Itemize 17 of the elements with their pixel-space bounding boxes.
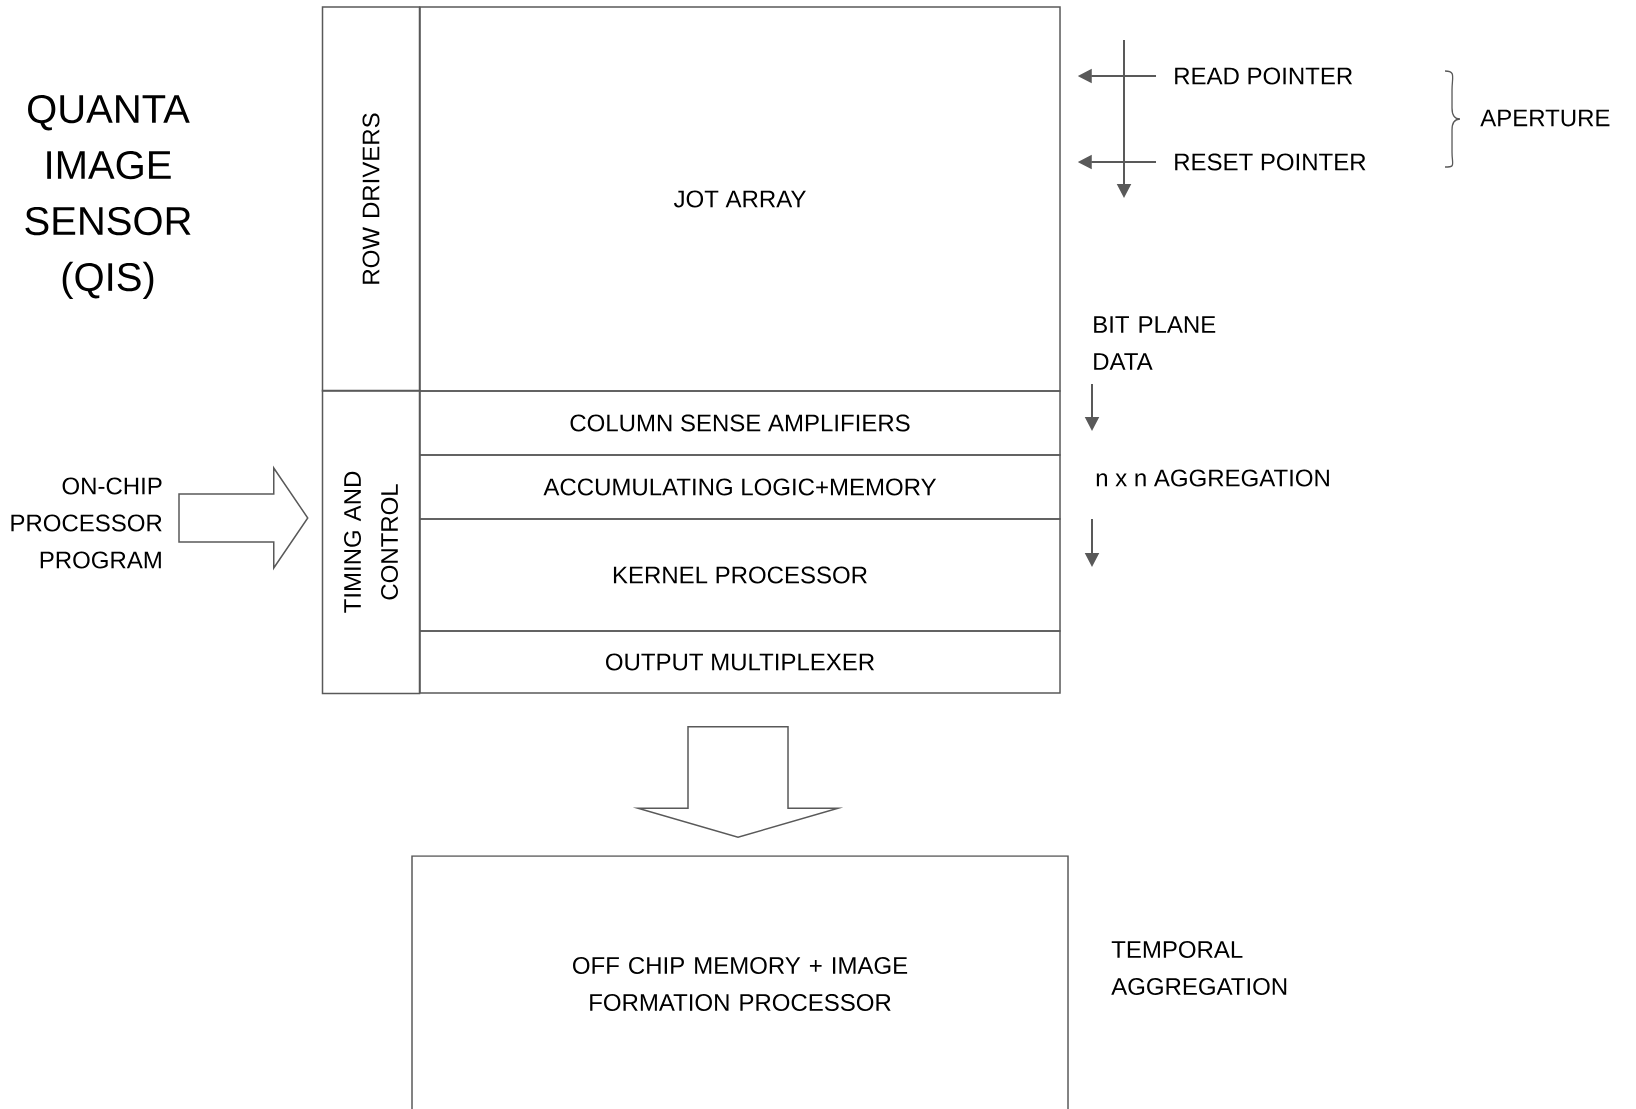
text-label: APERTURE (1480, 109, 1610, 127)
text-label: TEMPORAL AGGREGATION (1111, 941, 1287, 995)
block-box: OFF CHIP MEMORY + IMAGE FORMATION PROCESSOR (411, 855, 1069, 1109)
block-box: OUTPUT MULTIPLEXER (419, 630, 1061, 694)
text-label: n x n AGGREGATION (1096, 469, 1329, 487)
block-box: TIMING AND CONTROL (321, 389, 421, 695)
pointer-label: RESET POINTER (1175, 153, 1366, 171)
pointer-label: READ POINTER (1175, 67, 1353, 85)
block-box: ROW DRIVERS (321, 6, 421, 392)
text-label: BIT PLANE DATA (1094, 316, 1216, 370)
block-box: ACCUMULATING LOGIC+MEMORY (419, 454, 1061, 520)
title: QUANTA IMAGE SENSOR (QIS) (25, 94, 191, 300)
text-label: ON-CHIP PROCESSOR PROGRAM (11, 477, 162, 569)
block-box: KERNEL PROCESSOR (419, 518, 1061, 632)
block-box: JOT ARRAY (419, 6, 1061, 392)
block-arrow (178, 465, 309, 571)
block-box: COLUMN SENSE AMPLIFIERS (419, 390, 1061, 456)
